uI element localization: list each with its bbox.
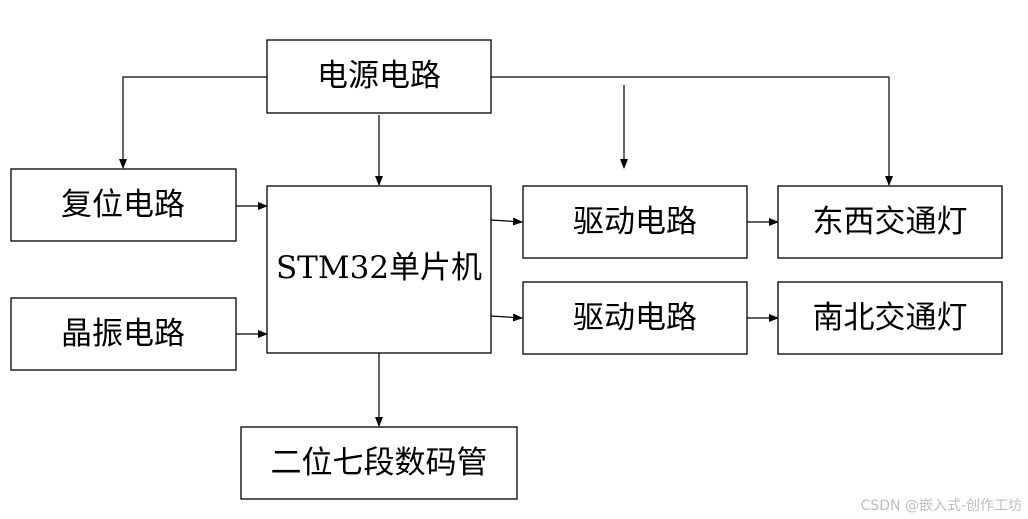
light-ew-block: 东西交通灯 (777, 185, 1003, 259)
crystal-circuit-label: 晶振电路 (61, 316, 185, 352)
power-circuit-block: 电源电路 (266, 39, 492, 114)
driver-ns-block: 驱动电路 (522, 281, 748, 355)
watermark-text: CSDN @嵌入式-创作工坊 (860, 498, 1022, 514)
driver-ew-block: 驱动电路 (522, 185, 748, 259)
reset-circuit-block: 复位电路 (10, 168, 237, 242)
mcu-block: STM32单片机 (266, 185, 492, 354)
driver-ns-label: 驱动电路 (573, 300, 697, 336)
power-circuit-label: 电源电路 (317, 58, 441, 94)
arrow-mcu-to-driver-ew (490, 217, 523, 226)
connectors (119, 76, 893, 427)
arrow-mcu-to-driver-ns (490, 313, 523, 322)
driver-ew-label: 驱动电路 (573, 204, 697, 240)
crystal-circuit-block: 晶振电路 (10, 297, 237, 371)
light-ew-label: 东西交通灯 (813, 204, 968, 240)
light-ns-label: 南北交通灯 (813, 300, 968, 336)
seven-segment-block: 二位七段数码管 (240, 426, 518, 500)
seven-segment-label: 二位七段数码管 (271, 445, 488, 481)
reset-circuit-label: 复位电路 (61, 187, 185, 223)
mcu-label: STM32单片机 (276, 250, 482, 286)
light-ns-block: 南北交通灯 (777, 281, 1003, 355)
arrow-power-to-reset (119, 76, 267, 169)
